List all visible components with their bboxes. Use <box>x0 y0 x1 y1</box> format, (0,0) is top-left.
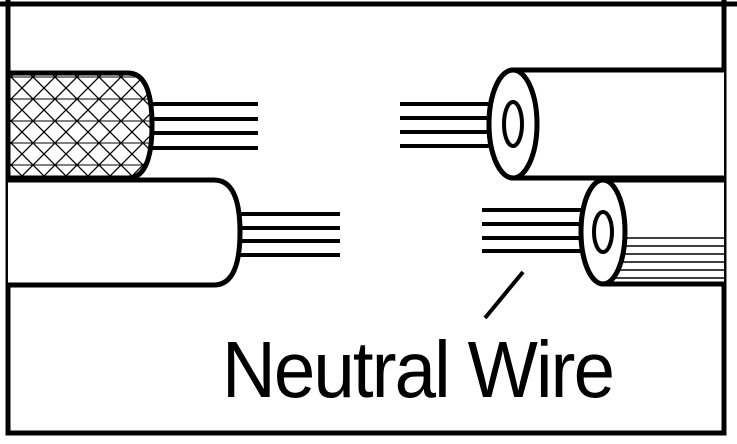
insulated-cable-lower <box>482 177 724 287</box>
plain-cable <box>8 177 340 288</box>
braided-cable <box>8 70 258 181</box>
neutral-wire-pointer <box>483 270 525 320</box>
cable-strand-lines <box>612 237 724 279</box>
plain-cable-wires <box>240 212 340 257</box>
braided-cable-wires <box>152 102 258 150</box>
neutral-wire-label: Neutral Wire <box>222 325 615 414</box>
insulated-cable-upper <box>400 67 724 181</box>
